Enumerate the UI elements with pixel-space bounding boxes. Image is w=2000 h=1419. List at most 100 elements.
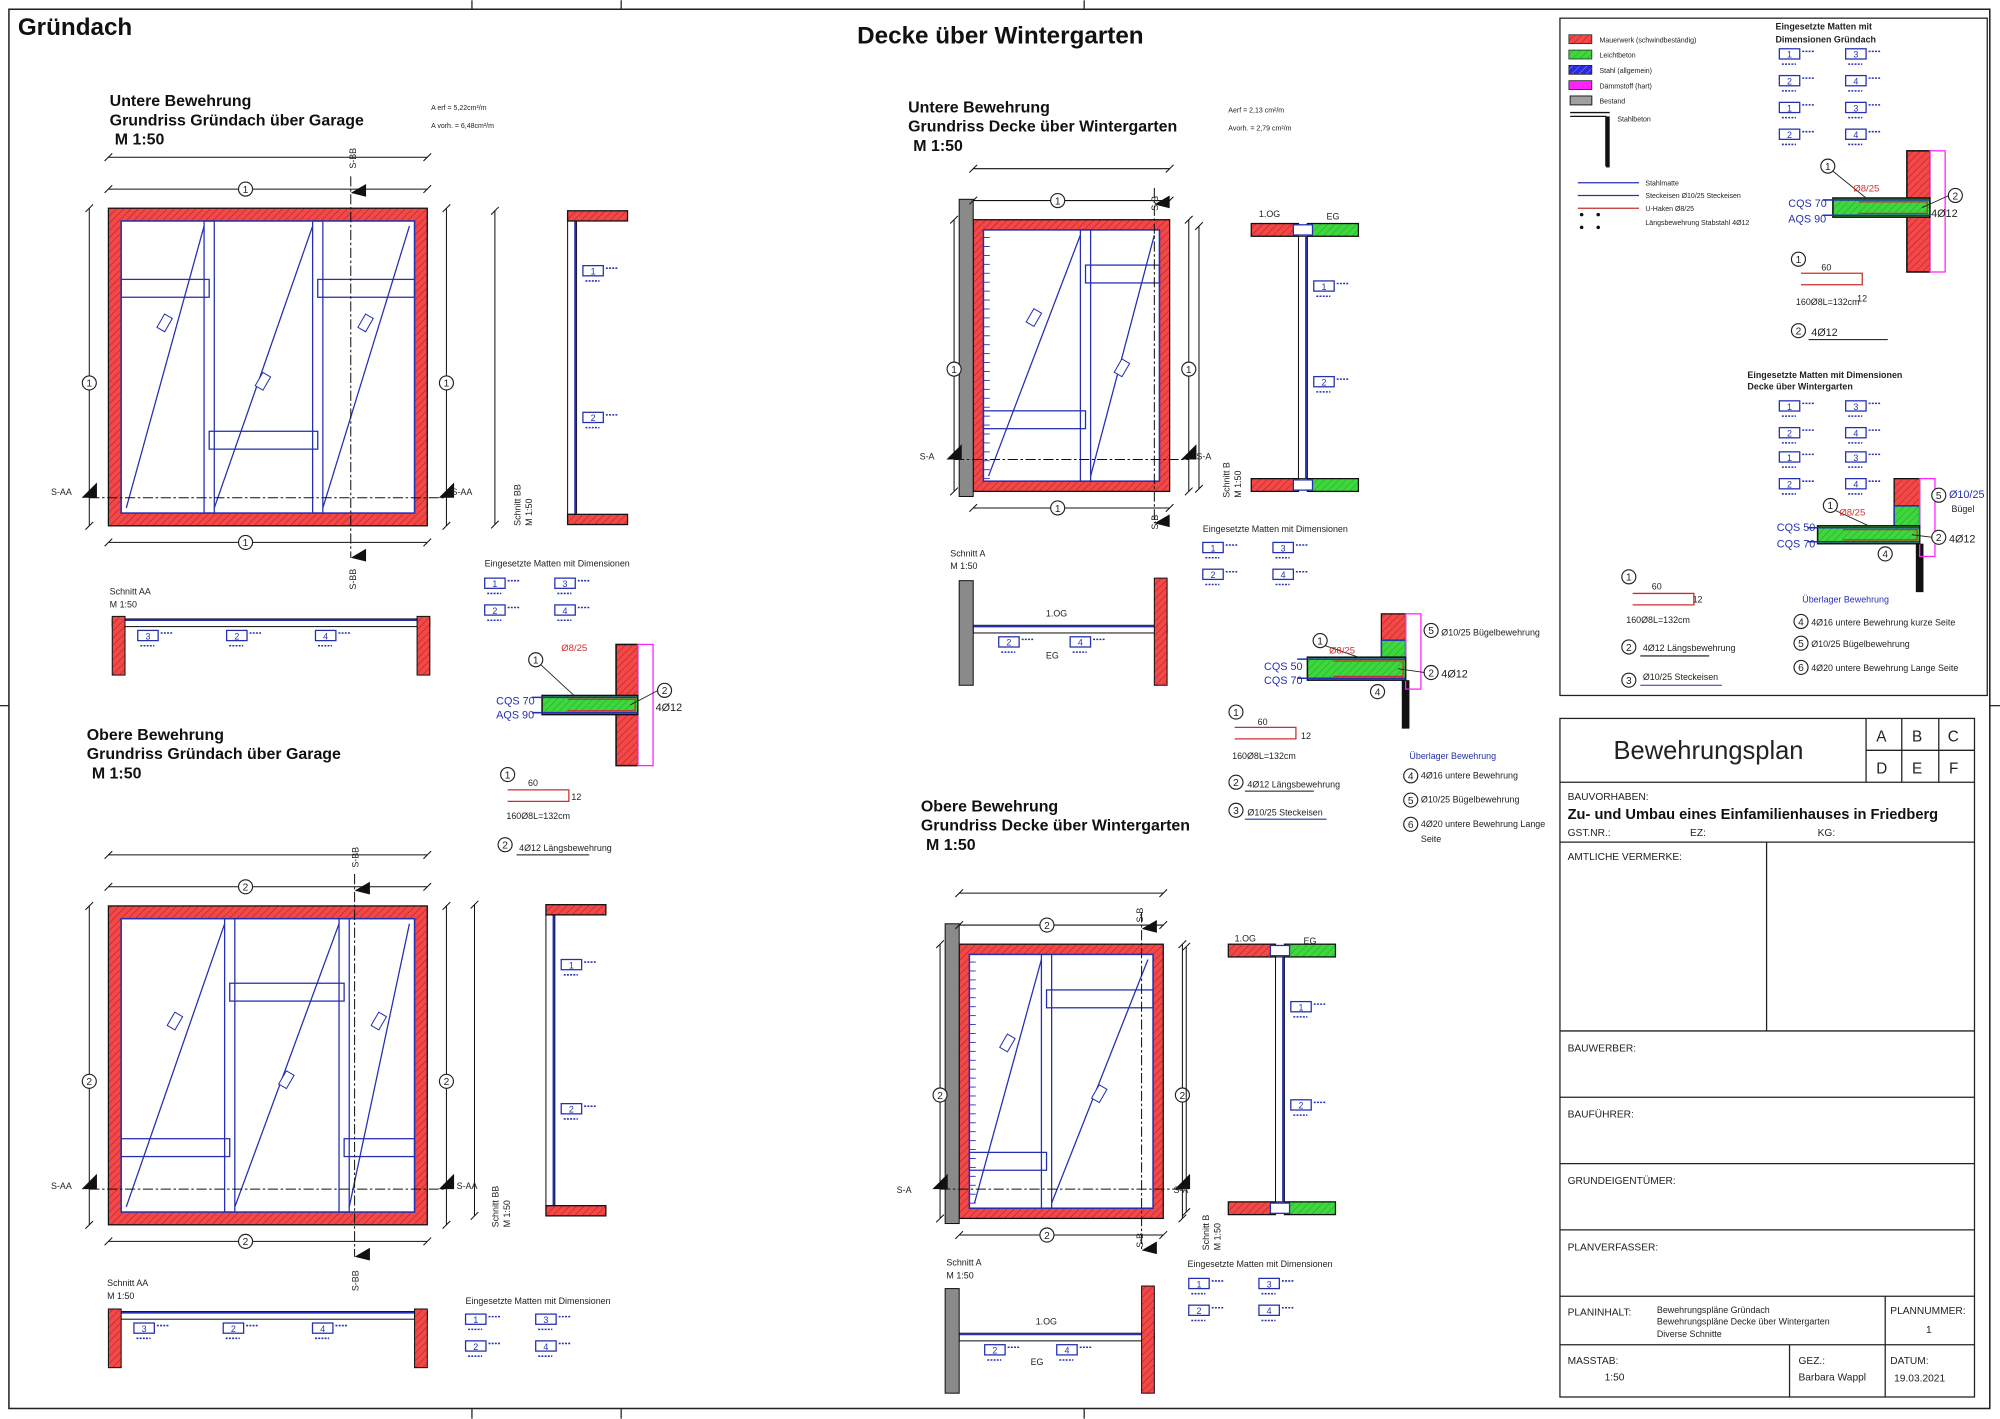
bar-spec: 160Ø8L=132cm xyxy=(1796,297,1860,307)
ueberlager-4: 4Ø16 untere Bewehrung xyxy=(1421,770,1518,780)
mat-tag: 1 xyxy=(560,958,597,976)
position-number: 1 xyxy=(1796,255,1802,266)
mat-tag: 2 xyxy=(582,411,619,429)
circle-icon xyxy=(438,1073,455,1089)
position-number-marker: 2 xyxy=(237,1233,254,1249)
dimension-tick xyxy=(969,503,978,513)
circle-icon xyxy=(1050,192,1066,209)
label-baufuehrer: BAUFÜHRER: xyxy=(1568,1109,1634,1121)
dimension-tick xyxy=(85,1220,94,1229)
ueberlager-heading: Überlager Bewehrung xyxy=(1802,594,1889,604)
detail-legend-gruendach: 12 xyxy=(1820,150,1963,273)
position-number-marker: 1 xyxy=(1790,251,1807,267)
dimension-tick xyxy=(490,206,500,215)
bar-spec: 160Ø8L=132cm xyxy=(1626,615,1690,625)
position-number: 1 xyxy=(1055,504,1061,515)
position-number-marker: 1 xyxy=(1050,500,1066,516)
existing-wall xyxy=(958,580,974,686)
position-number: 1 xyxy=(1186,365,1192,376)
slab-area xyxy=(982,229,1161,482)
mat-box xyxy=(1778,426,1801,439)
position-number-marker: 4 xyxy=(1403,768,1419,784)
ueberlager-5: Ø10/25 Bügelbewehrung xyxy=(1811,639,1910,649)
floor-label-eg: EG xyxy=(1031,1357,1044,1367)
mat-box xyxy=(464,1313,487,1325)
label-planinhalt: PLANINHALT: xyxy=(1568,1307,1632,1318)
floor-label-eg: EG xyxy=(1046,650,1059,660)
section-label: S-A xyxy=(1173,1185,1188,1195)
planinhalt-line: Bewehrungspläne Gründach xyxy=(1657,1305,1770,1315)
schnitt-aa-label: Schnitt AA xyxy=(110,587,151,597)
position-number: 1 xyxy=(243,185,249,196)
heading-line2: Grundriss Gründach über Garage xyxy=(87,746,341,763)
mat-tag-inline xyxy=(156,313,174,333)
circle-icon xyxy=(1793,635,1809,651)
mat-number: 1 xyxy=(1787,402,1792,412)
mat-number: 2 xyxy=(1787,429,1792,439)
mat-label-top: CQS 70 xyxy=(496,695,535,707)
title-block-text: Bewehrungsplan A B C D E F BAUVORHABEN: … xyxy=(1568,728,1966,1384)
mat-tag: 2 xyxy=(1778,426,1816,444)
mat-box xyxy=(560,1102,583,1115)
position-number: 1 xyxy=(1317,636,1323,647)
position-number: 2 xyxy=(243,1237,249,1248)
heading-gruendach-oben: Obere Bewehrung Grundriss Gründach über … xyxy=(87,727,341,782)
dimension-tick xyxy=(1159,1230,1168,1240)
circle-icon xyxy=(1039,1227,1055,1243)
dimension-tick xyxy=(1182,942,1191,951)
mat-number: 2 xyxy=(1787,130,1792,140)
section-label: S-AA xyxy=(51,487,72,497)
mats-heading-wintergarten: Eingesetzte Matten mit Dimensionen xyxy=(1747,370,1902,380)
insulation xyxy=(1404,613,1422,690)
u-bar-label: Ø8/25 xyxy=(1853,184,1879,195)
drawn-by: Barbara Wappl xyxy=(1798,1372,1866,1383)
mat-box xyxy=(1202,568,1224,581)
steel-post xyxy=(1401,680,1410,729)
mat-diagonal xyxy=(125,225,205,509)
circle-icon xyxy=(497,837,513,853)
position-number-marker: 2 xyxy=(1621,639,1637,655)
position-number-marker: 2 xyxy=(1039,917,1055,933)
mat-strip xyxy=(203,220,215,514)
mat-number: 3 xyxy=(543,1315,548,1325)
legend-frame xyxy=(1559,17,1988,697)
position-number: 2 xyxy=(1796,327,1802,338)
leader-line xyxy=(1397,668,1425,673)
wall-hatch xyxy=(1380,613,1407,641)
slab-eg xyxy=(1306,477,1360,493)
circle-icon xyxy=(528,652,544,668)
position-number-marker: 1 xyxy=(1820,158,1836,174)
existing-wall xyxy=(944,1288,960,1394)
position-number: 1 xyxy=(1828,501,1834,512)
wall-top xyxy=(545,904,607,916)
circle-icon xyxy=(1403,816,1419,832)
dimension-tick xyxy=(935,940,945,949)
circle-icon xyxy=(1181,361,1197,377)
mat-number: 2 xyxy=(1321,378,1326,388)
mat-tag: 1 xyxy=(1202,541,1239,559)
legend-swatch-blue xyxy=(1568,64,1593,75)
position-number: 2 xyxy=(937,1091,943,1102)
mat-number: 2 xyxy=(992,1346,997,1356)
legend-item: Stahl (allgemein) xyxy=(1599,68,1652,75)
mat-tag: 2 xyxy=(984,1344,1021,1361)
slab-section xyxy=(1275,956,1285,1203)
slab-area xyxy=(120,917,416,1213)
dimension-tick xyxy=(423,850,432,860)
position-number-marker: 2 xyxy=(932,1087,948,1103)
wall-bottom xyxy=(545,1205,607,1217)
circle-icon xyxy=(1621,639,1637,655)
mat-box xyxy=(1845,477,1867,490)
position-number-marker: 1 xyxy=(500,766,516,783)
mat-label-bottom: AQS 90 xyxy=(1788,213,1826,225)
heading-scale: M 1:50 xyxy=(913,138,963,155)
position-number-marker: 5 xyxy=(1403,792,1419,808)
legend-swatch-gray xyxy=(1569,95,1593,106)
dimension-tick xyxy=(442,1220,451,1229)
mat-box xyxy=(1778,48,1801,60)
section-marker-labels: S-AA S-AA S-AA S-AA S-A S-A S-A S-A S-BB… xyxy=(51,148,1211,1291)
legend-item: Mauerwerk (schwindbeständig) xyxy=(1599,37,1696,44)
label-plannummer: PLANNUMMER: xyxy=(1890,1306,1965,1317)
dimension-tick xyxy=(1159,888,1168,898)
